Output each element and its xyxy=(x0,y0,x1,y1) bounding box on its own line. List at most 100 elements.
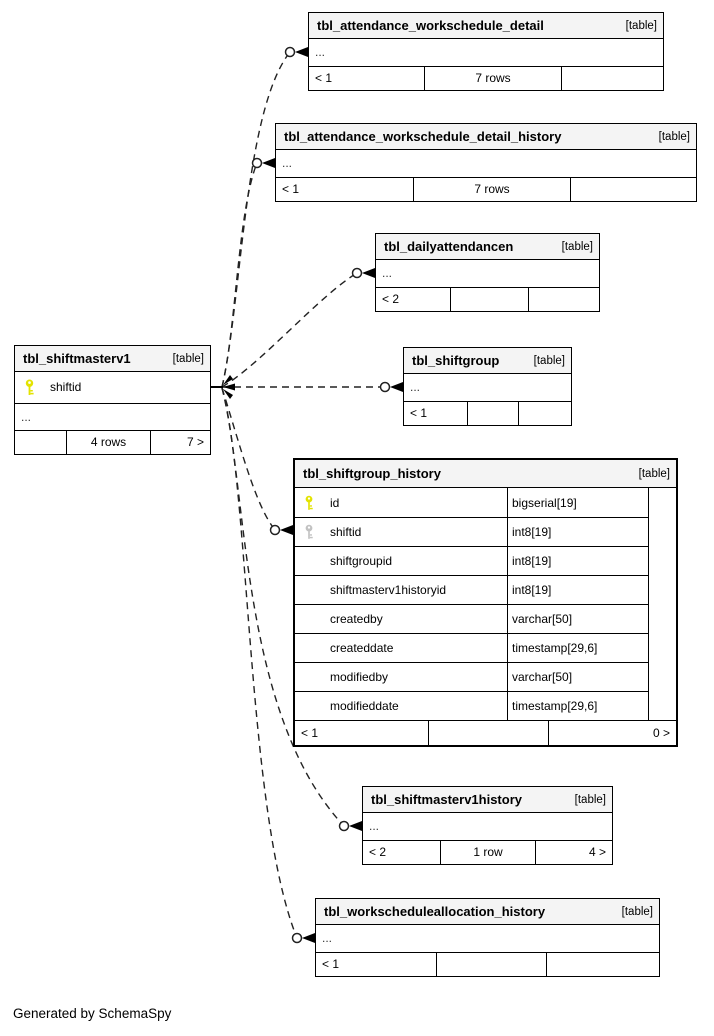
empty-column xyxy=(648,488,676,720)
column-row-createdby: createdby varchar[50] xyxy=(295,604,648,633)
footer-children: 7 > xyxy=(186,435,204,449)
edge-to-attendance-workschedule-detail xyxy=(221,51,291,388)
columns-ellipsis: ... xyxy=(309,39,663,67)
generator-credit: Generated by SchemaSpy xyxy=(13,1006,172,1021)
table-name: tbl_attendance_workschedule_detail_histo… xyxy=(284,129,562,144)
footer-children xyxy=(519,402,571,425)
table-node-shiftgroup: tbl_shiftgroup [table] ... < 1 xyxy=(403,347,572,426)
edge-arrowhead xyxy=(262,158,275,168)
edge-arrowhead xyxy=(390,382,403,392)
table-node-workscheduleallocation-history: tbl_workscheduleallocation_history [tabl… xyxy=(315,898,660,977)
column-row-shiftid: shiftid xyxy=(15,372,210,404)
footer-parents: < 1 xyxy=(404,402,468,425)
column-row-shiftmasterv1historyid: shiftmasterv1historyid int8[19] xyxy=(295,575,648,604)
footer-children xyxy=(547,953,659,976)
table-name: tbl_workscheduleallocation_history xyxy=(324,904,546,919)
primary-key-icon xyxy=(295,495,330,511)
column-name: modifieddate xyxy=(330,699,399,713)
table-footer: < 1 7 rows xyxy=(309,67,663,90)
edge-circle xyxy=(269,524,281,536)
table-footer: < 2 1 row 4 > xyxy=(363,841,612,864)
table-node-attendance-workschedule-detail-history: tbl_attendance_workschedule_detail_histo… xyxy=(275,123,697,202)
edge-circle xyxy=(338,820,350,832)
table-name: tbl_shiftmasterv1history xyxy=(371,792,522,807)
footer-rowcount xyxy=(451,288,529,311)
table-title[interactable]: tbl_shiftmasterv1 [table] xyxy=(15,346,210,372)
column-type: varchar[50] xyxy=(507,663,648,691)
footer-children xyxy=(529,288,599,311)
column-name: shiftid xyxy=(50,380,82,394)
footer-parents: < 2 xyxy=(376,288,451,311)
table-footer: 4 rows 7 > xyxy=(15,431,210,454)
footer-children xyxy=(571,178,696,201)
edge-terminators xyxy=(251,46,403,944)
footer-rowcount xyxy=(468,402,519,425)
columns-ellipsis: ... xyxy=(376,260,599,288)
edge-circle xyxy=(291,932,303,944)
table-title[interactable]: tbl_shiftgroup_history [table] xyxy=(295,460,676,488)
footer-rowcount xyxy=(429,721,549,745)
column-type: timestamp[29,6] xyxy=(507,692,648,720)
table-title[interactable]: tbl_shiftgroup [table] xyxy=(404,348,571,374)
table-node-dailyattendancen: tbl_dailyattendancen [table] ... < 2 xyxy=(375,233,600,312)
table-title[interactable]: tbl_attendance_workschedule_detail_histo… xyxy=(276,124,696,150)
table-name: tbl_shiftgroup xyxy=(412,353,500,368)
footer-children xyxy=(562,67,663,90)
edge-arrowhead xyxy=(302,933,315,943)
table-footer: < 1 7 rows xyxy=(276,178,696,201)
footer-rowcount xyxy=(437,953,547,976)
table-badge: [table] xyxy=(574,793,606,806)
column-row-shiftgroupid: shiftgroupid int8[19] xyxy=(295,546,648,575)
table-name: tbl_dailyattendancen xyxy=(384,239,514,254)
edge-to-shiftgroup-history xyxy=(221,387,276,531)
footer-rowcount: 1 row xyxy=(441,841,536,864)
column-row-createddate: createddate timestamp[29,6] xyxy=(295,633,648,662)
table-badge: [table] xyxy=(561,240,593,253)
table-badge: [table] xyxy=(621,905,653,918)
table-node-shiftgroup-history: tbl_shiftgroup_history [table] id bigser… xyxy=(293,458,678,747)
table-title[interactable]: tbl_attendance_workschedule_detail [tabl… xyxy=(309,13,663,39)
edge-arrowhead xyxy=(295,47,308,57)
edge-arrowhead xyxy=(349,821,362,831)
column-row-modifiedby: modifiedby varchar[50] xyxy=(295,662,648,691)
footer-rowcount: 4 rows xyxy=(67,431,151,454)
edge-arrowhead xyxy=(280,525,293,535)
table-node-shiftmasterv1: tbl_shiftmasterv1 [table] shiftid ... 4 … xyxy=(14,345,211,455)
edge-circle xyxy=(379,381,391,393)
columns-ellipsis: ... xyxy=(316,925,659,953)
foreign-key-icon xyxy=(295,524,330,540)
table-title[interactable]: tbl_shiftmasterv1history [table] xyxy=(363,787,612,813)
column-row-shiftid: shiftid int8[19] xyxy=(295,517,648,546)
table-badge: [table] xyxy=(658,130,690,143)
column-type: int8[19] xyxy=(507,518,648,546)
edge-to-workscheduleallocation-history xyxy=(221,387,298,939)
table-badge: [table] xyxy=(172,352,204,365)
table-badge: [table] xyxy=(533,354,565,367)
footer-parents: < 1 xyxy=(295,721,429,745)
table-footer: < 2 xyxy=(376,288,599,311)
column-type: bigserial[19] xyxy=(507,488,648,517)
footer-rowcount: 7 rows xyxy=(425,67,562,90)
footer-parents: < 1 xyxy=(276,178,414,201)
footer-parents xyxy=(15,431,67,454)
column-type: timestamp[29,6] xyxy=(507,634,648,662)
table-title[interactable]: tbl_dailyattendancen [table] xyxy=(376,234,599,260)
footer-rowcount: 7 rows xyxy=(414,178,571,201)
table-footer: < 1 xyxy=(404,402,571,425)
footer-parents: < 2 xyxy=(363,841,441,864)
table-node-shiftmasterv1history: tbl_shiftmasterv1history [table] ... < 2… xyxy=(362,786,613,865)
table-title[interactable]: tbl_workscheduleallocation_history [tabl… xyxy=(316,899,659,925)
edge-circle xyxy=(251,157,263,169)
edge-circle xyxy=(284,46,296,58)
footer-children: 0 > xyxy=(652,726,670,740)
table-badge: [table] xyxy=(638,467,670,480)
column-type: int8[19] xyxy=(507,547,648,575)
primary-key-icon xyxy=(15,379,50,396)
table-node-attendance-workschedule-detail: tbl_attendance_workschedule_detail [tabl… xyxy=(308,12,664,91)
footer-parents: < 1 xyxy=(316,953,437,976)
table-footer: < 1 0 > xyxy=(295,720,676,745)
column-name: modifiedby xyxy=(330,670,389,684)
column-name: id xyxy=(330,495,340,510)
